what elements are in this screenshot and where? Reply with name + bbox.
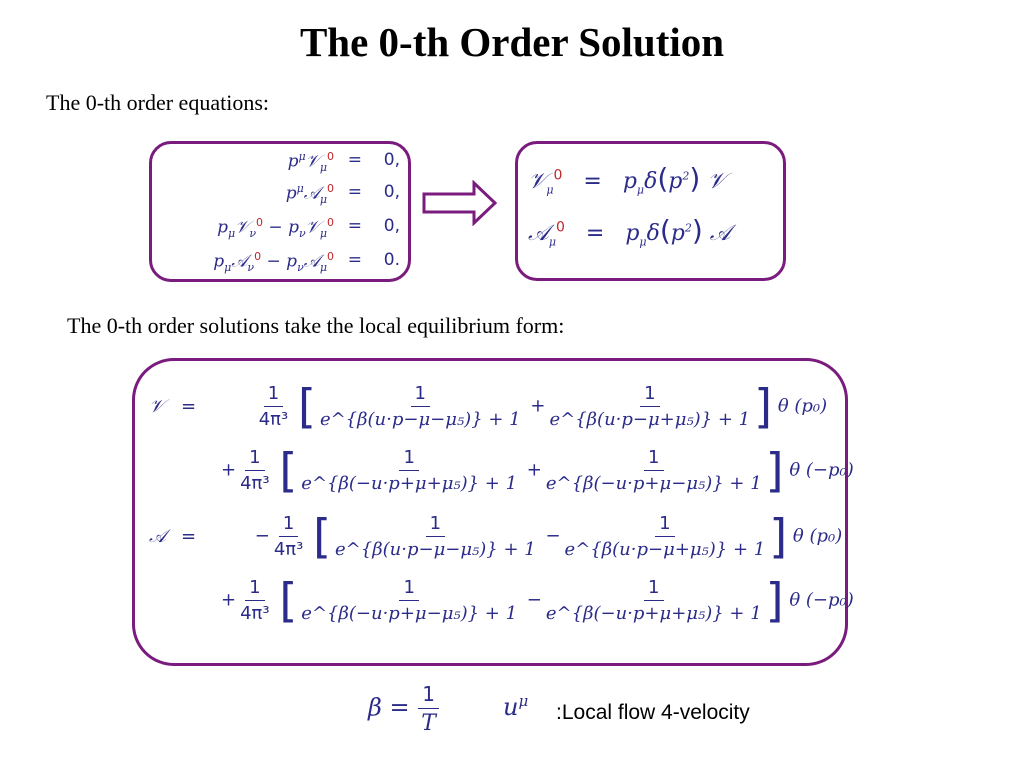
equations-intro: The 0-th order equations: xyxy=(46,90,269,115)
flow-velocity-symbol: uμ xyxy=(503,692,529,721)
solutions-intro: The 0-th order solutions take the local … xyxy=(67,313,565,338)
equations-box: pμ𝒱μ0 = 0, pμ𝒜μ0 = 0, pμ𝒱ν0 − pν𝒱μ0 = 0,… xyxy=(149,141,411,282)
vector-decomposition: 𝒱μ0 = pμδ(p2) 𝒱 xyxy=(528,162,726,197)
implies-arrow-icon xyxy=(422,180,498,226)
flow-velocity-label: :Local flow 4-velocity xyxy=(556,701,750,724)
slide-title: The 0-th Order Solution xyxy=(299,19,725,65)
decomposition-box: 𝒱μ0 = pμδ(p2) 𝒱 𝒜μ0 = pμδ(p2) 𝒜 xyxy=(515,141,786,281)
axial-decomposition: 𝒜μ0 = pμδ(p2) 𝒜 xyxy=(528,214,731,249)
